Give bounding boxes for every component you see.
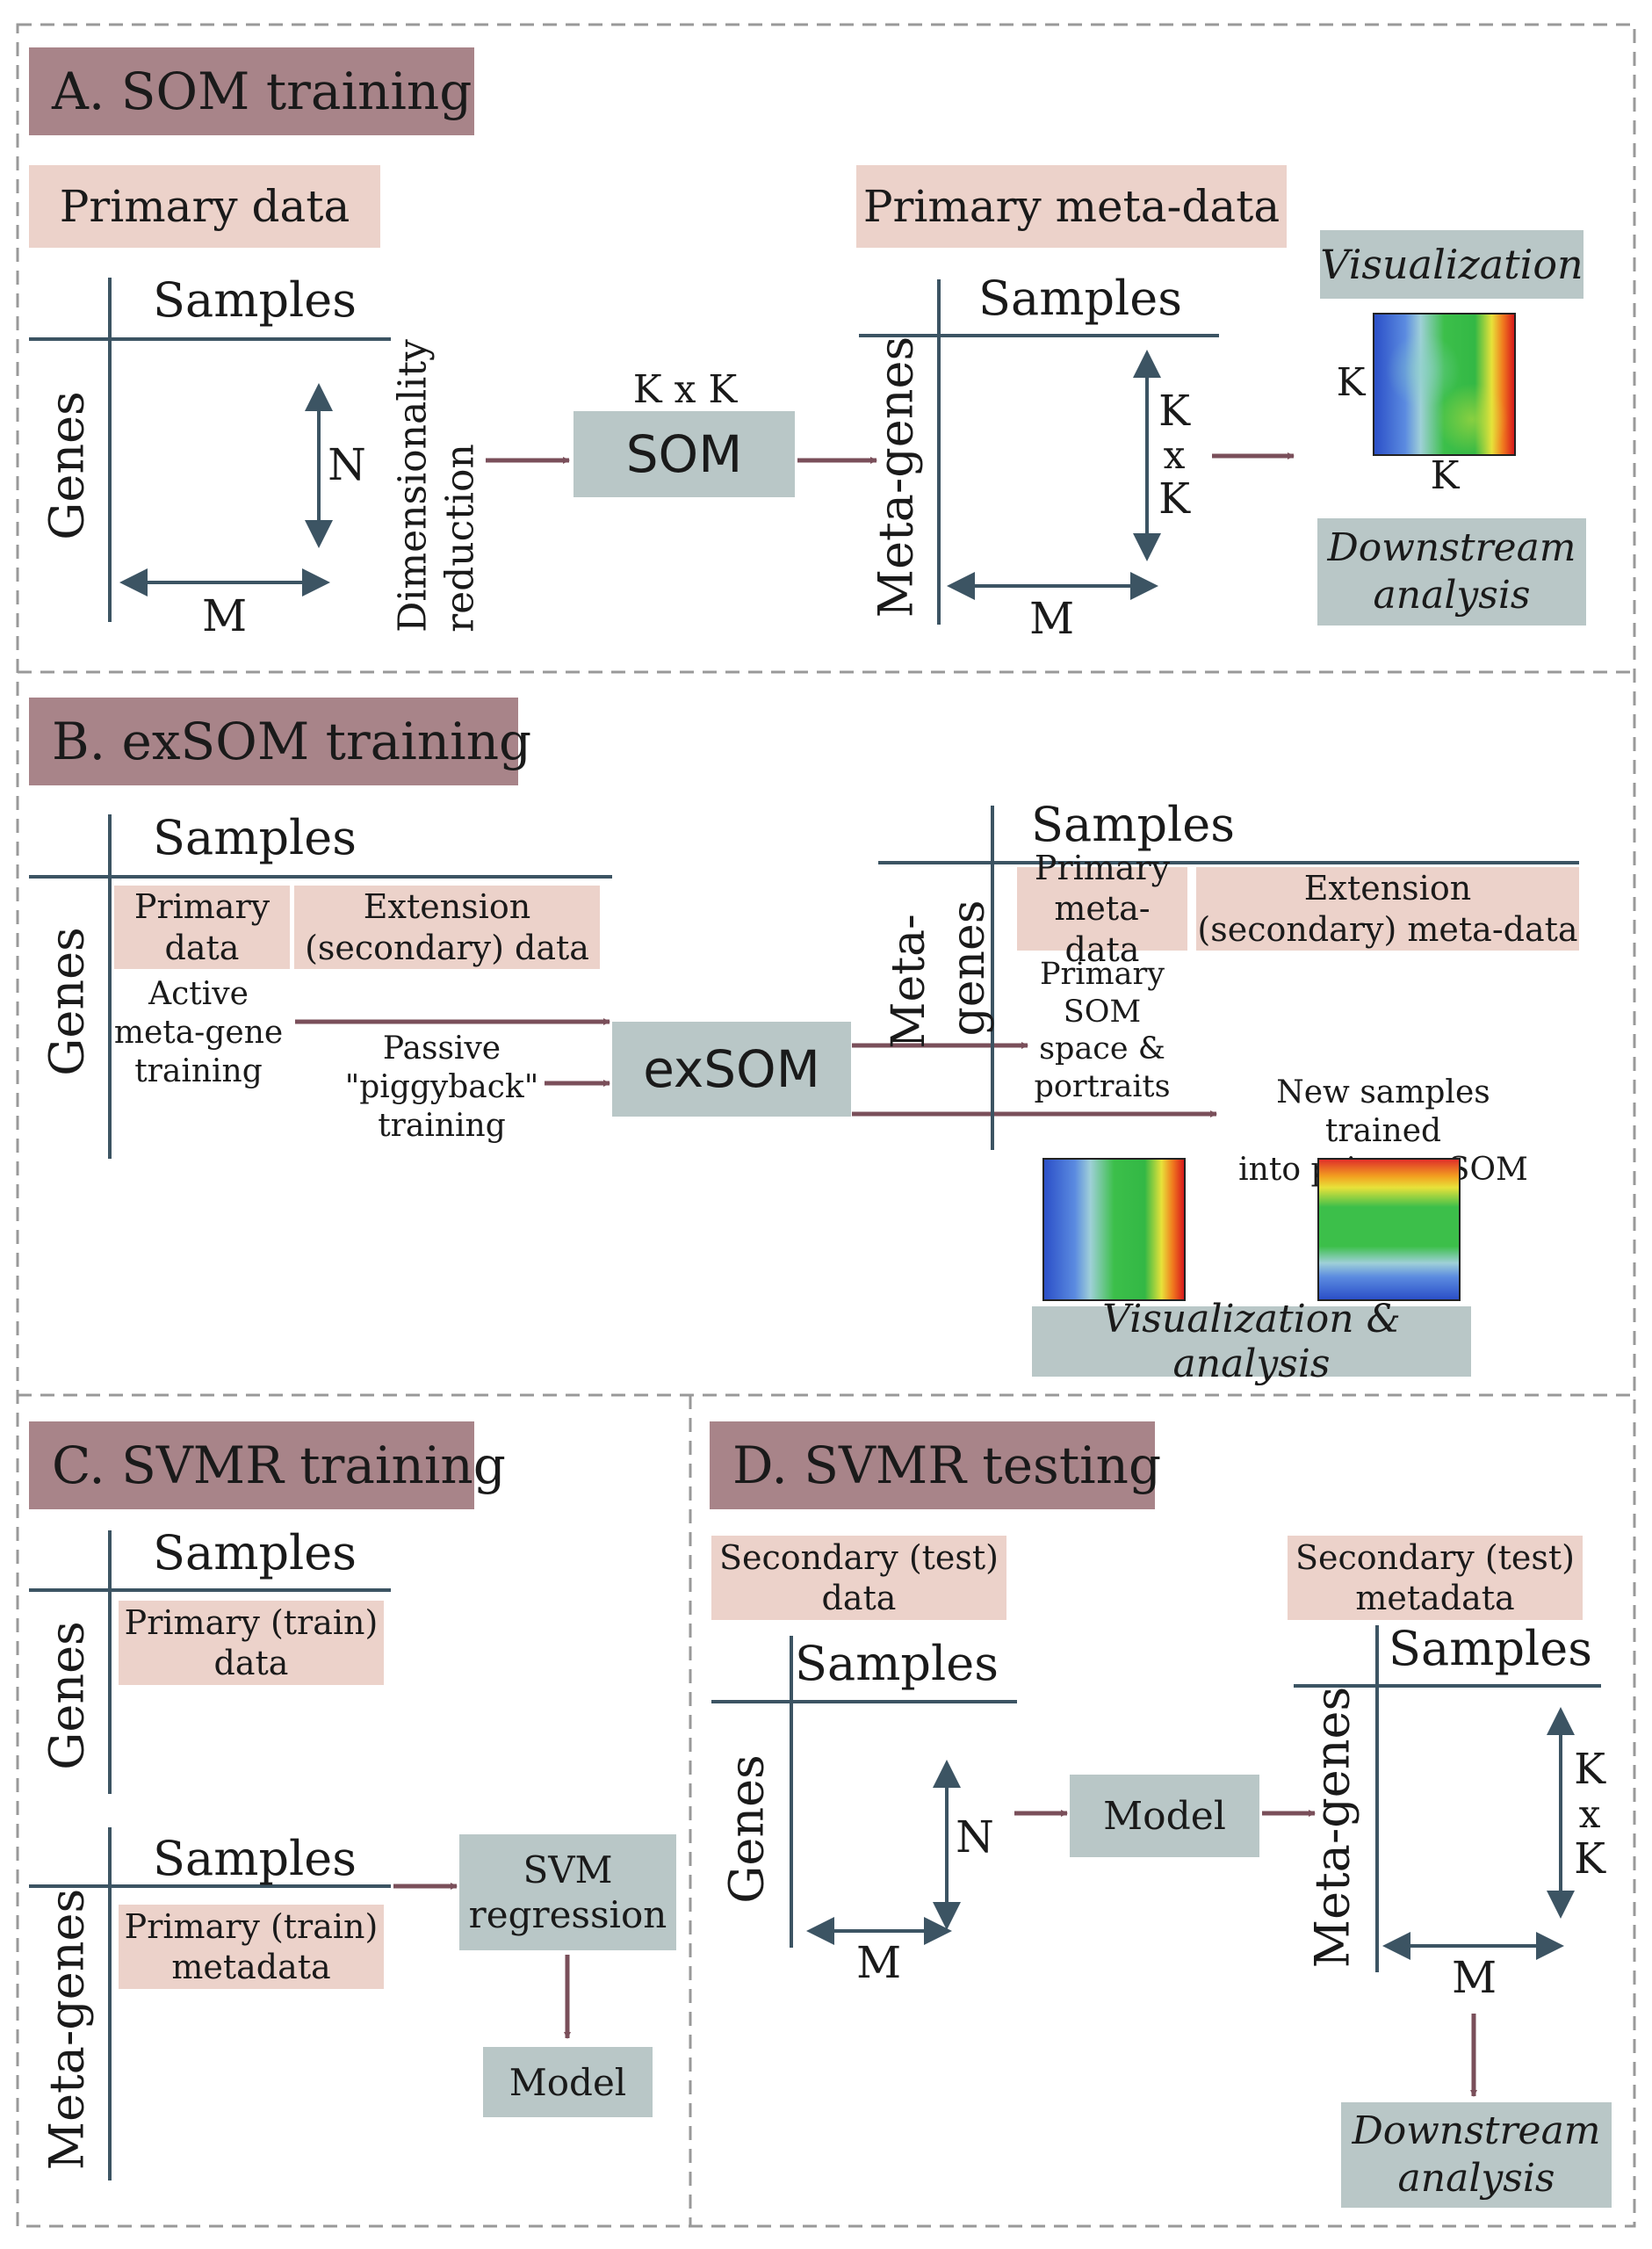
a-som-heatmap (1373, 313, 1516, 456)
d-secondary-metadata-box: Secondary (test) metadata (1288, 1536, 1583, 1620)
b-genes-label: Genes (39, 927, 95, 1076)
b-matrix-hline (29, 875, 612, 879)
d-kxk-k2: K (1574, 1834, 1605, 1884)
b-active-label: Active meta-gene training (113, 976, 284, 1089)
a-m2-label: M (1029, 593, 1075, 644)
a-som-box: SOM (574, 411, 795, 497)
d-secondary-data-box: Secondary (test) data (711, 1536, 1006, 1620)
b-primary-data-box: Primary data (114, 886, 290, 969)
b-extension-data-box: Extension (secondary) data (294, 886, 600, 969)
b-samples2-label: Samples (1031, 797, 1235, 852)
c-meta-genes-label: Meta-genes (39, 1888, 95, 2171)
b-new-samples-label: New samples trained into primary SOM (1238, 1074, 1528, 1188)
a-heatmap-shade (1374, 315, 1514, 454)
panel-b-title: B. exSOM training (29, 698, 531, 785)
d-genes-label: Genes (718, 1754, 775, 1904)
a-n-label: N (328, 439, 366, 490)
a-m-label: M (202, 590, 248, 641)
panel-c-title: C. SVMR training (29, 1421, 506, 1509)
a-matrix2-vline (937, 279, 941, 625)
d-n-label: N (956, 1811, 994, 1862)
a-kxk-k2: K (1158, 474, 1190, 524)
c-matrix1-vline (108, 1530, 112, 1794)
d-matrix1-hline (711, 1700, 1017, 1703)
a-meta-genes-label: Meta-genes (868, 336, 924, 618)
a-visualization-box: Visualization (1320, 230, 1583, 299)
d-matrix1-vline (790, 1636, 793, 1948)
b-meta-label: Meta- (883, 914, 935, 1049)
c-samples2-label: Samples (153, 1831, 357, 1886)
a-heatmap-k-left: K (1336, 360, 1366, 405)
a-kxk-x: x (1163, 433, 1186, 478)
a-matrix1-vline (108, 278, 112, 622)
d-samples-label: Samples (795, 1636, 999, 1691)
b-matrix-vline (108, 814, 112, 1159)
panel-a-title: A. SOM training (29, 47, 474, 135)
a-downstream-box: Downstream analysis (1317, 518, 1586, 626)
d-meta-genes-label: Meta-genes (1304, 1686, 1360, 1969)
b-matrix2-vline (991, 806, 994, 1150)
d-kxk-k1: K (1574, 1745, 1605, 1794)
a-matrix1-hline (29, 337, 391, 341)
a-kxk-label: K x K (632, 367, 738, 412)
b-samples-label: Samples (153, 810, 357, 865)
a-matrix2-hline (859, 334, 1219, 337)
d-downstream-box: Downstream analysis (1341, 2102, 1612, 2208)
c-svm-box: SVM regression (459, 1834, 676, 1950)
b-genes2-label: genes (942, 900, 995, 1037)
b-vis-analysis-box: Visualization & analysis (1032, 1297, 1471, 1386)
b-primary-som-label: Primary SOM space & portraits (1034, 957, 1171, 1105)
d-m-label: M (856, 1937, 902, 1988)
b-matrix2-hline (878, 861, 1579, 864)
d-kxk-x: x (1578, 1792, 1601, 1837)
a-samples2-label: Samples (978, 271, 1182, 326)
c-matrix2-vline (108, 1827, 112, 2180)
c-primary-train-metadata-box: Primary (train) metadata (119, 1905, 384, 1989)
c-primary-train-data-box: Primary (train) data (119, 1601, 384, 1685)
c-matrix2-hline (29, 1884, 391, 1888)
c-matrix1-hline (29, 1588, 391, 1592)
c-samples-label: Samples (153, 1525, 357, 1580)
c-model-box: Model (483, 2047, 653, 2117)
d-samples2-label: Samples (1389, 1621, 1592, 1676)
a-samples-label: Samples (153, 272, 357, 328)
b-primary-meta-box: Primary meta-data (1017, 849, 1187, 969)
b-som-heatmap-primary (1042, 1158, 1186, 1301)
a-dim-reduction-label: Dimensionality reduction (390, 339, 482, 633)
a-primary-data-box: Primary data (29, 165, 380, 248)
b-passive-label: Passive "piggyback" training (344, 1030, 539, 1144)
d-model-box: Model (1070, 1775, 1259, 1857)
b-extension-meta-box: Extension (secondary) meta-data (1196, 867, 1579, 951)
d-matrix2-hline (1294, 1684, 1601, 1688)
d-matrix2-vline (1375, 1625, 1379, 1972)
c-genes-label: Genes (39, 1621, 95, 1770)
a-primary-meta-data-box: Primary meta-data (856, 165, 1287, 248)
panel-borders (16, 23, 1636, 2228)
b-som-heatmap-new (1317, 1158, 1461, 1301)
panel-d-title: D. SVMR testing (710, 1421, 1161, 1509)
a-genes-label: Genes (39, 391, 95, 540)
b-exsom-box: exSOM (612, 1022, 851, 1117)
a-kxk-k1: K (1158, 387, 1190, 436)
a-heatmap-k-bottom: K (1430, 453, 1460, 498)
d-m2-label: M (1452, 1952, 1497, 2003)
